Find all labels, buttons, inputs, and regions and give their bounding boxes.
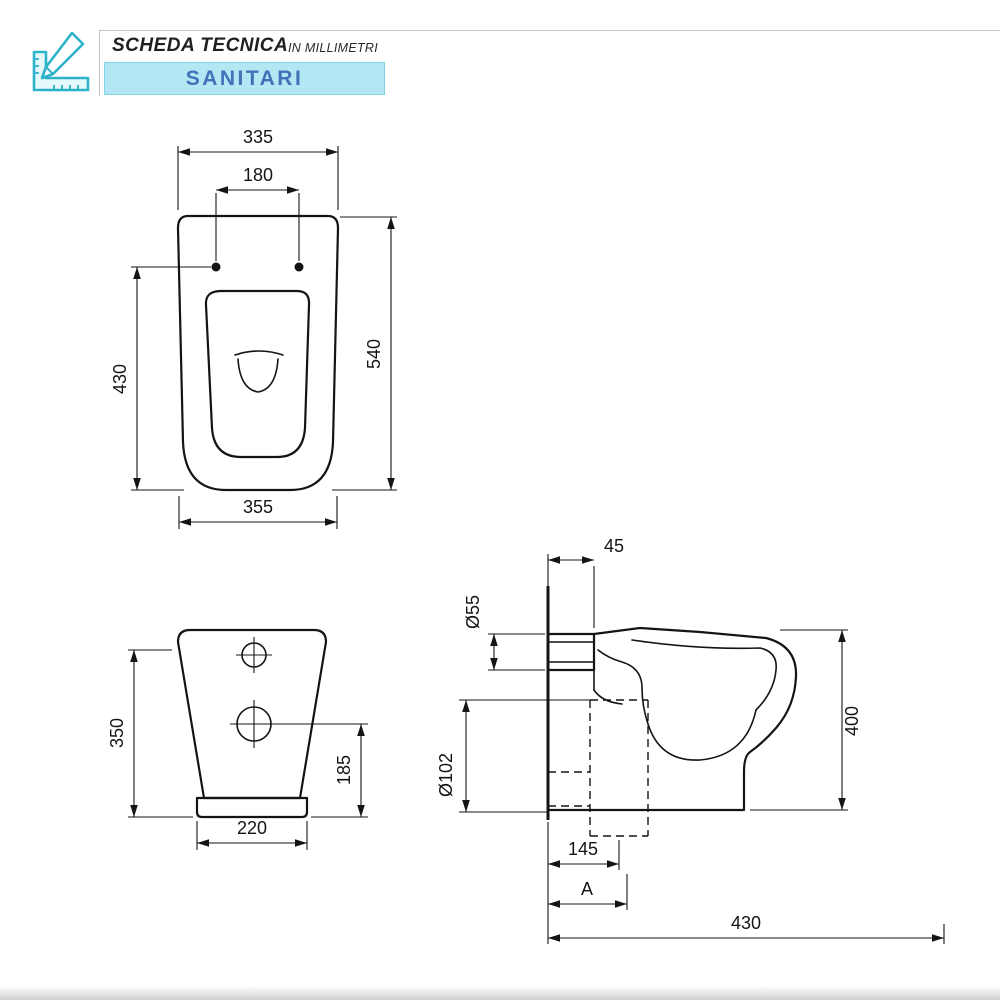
side-view: 45 Ø55 Ø102 400 xyxy=(436,536,945,944)
page-bottom-strip xyxy=(0,986,1000,1000)
sheet-title: SCHEDA TECNICA xyxy=(112,35,289,56)
dim-45-label: 45 xyxy=(604,536,624,556)
dim-45: 45 xyxy=(547,536,624,628)
mount-hole-crosshair xyxy=(236,637,272,673)
toilet-side-profile xyxy=(546,626,798,812)
dim-145-label: 145 xyxy=(568,839,598,859)
dim-180-label: 180 xyxy=(243,165,273,185)
dim-400: 400 xyxy=(750,629,862,811)
category-badge: SANITARI xyxy=(104,62,385,95)
dim-430-side-label: 430 xyxy=(731,913,761,933)
inlet-pipe xyxy=(546,632,596,691)
dim-d55-label: Ø55 xyxy=(463,595,483,629)
dim-d102-label: Ø102 xyxy=(436,753,456,797)
sheet-units-note: IN MILLIMETRI xyxy=(288,41,379,55)
dim-180: 180 xyxy=(216,165,299,194)
dim-430-top-view: 430 xyxy=(110,266,211,491)
dim-540: 540 xyxy=(332,216,397,491)
drafting-tools-icon xyxy=(32,31,90,92)
dim-145: 145 xyxy=(548,839,620,870)
dim-a: A xyxy=(548,874,628,910)
header-divider xyxy=(99,30,1000,31)
hinge-leader-lines xyxy=(215,193,300,261)
dim-335-label: 335 xyxy=(243,127,273,147)
dim-400-label: 400 xyxy=(842,706,862,736)
top-view: 335 180 430 540 355 xyxy=(110,127,397,529)
dim-355: 355 xyxy=(178,496,338,529)
dim-430-label: 430 xyxy=(110,364,130,394)
dim-185-label: 185 xyxy=(334,755,354,785)
dim-335: 335 xyxy=(177,127,339,210)
hinge-dot-right xyxy=(294,262,304,272)
dim-350: 350 xyxy=(107,649,193,818)
dim-430-side-view: 430 xyxy=(548,913,945,944)
hinge-dot-left xyxy=(211,262,221,272)
seat-opening-outline xyxy=(204,289,311,459)
water-surface-top xyxy=(234,350,284,356)
square-ruler-icon xyxy=(32,50,90,92)
dim-d55: Ø55 xyxy=(463,595,545,671)
dim-a-label: A xyxy=(581,879,593,899)
dim-350-label: 350 xyxy=(107,718,127,748)
dim-220-label: 220 xyxy=(237,818,267,838)
pedestal-outline xyxy=(176,628,328,800)
category-badge-label: SANITARI xyxy=(185,66,304,90)
front-view: 350 185 220 xyxy=(107,628,368,850)
ruler-tick-marks xyxy=(34,58,79,90)
dim-540-label: 540 xyxy=(364,339,384,369)
dim-220: 220 xyxy=(196,818,308,850)
header-vertical-divider xyxy=(99,30,100,96)
drain-hole-crosshair xyxy=(230,700,278,748)
base-slab xyxy=(195,796,309,819)
dim-d102: Ø102 xyxy=(436,699,590,813)
pencil-icon xyxy=(40,31,85,80)
pencil-tip-line xyxy=(45,66,54,75)
dim-355-label: 355 xyxy=(243,497,273,517)
water-surface-bowl xyxy=(237,358,279,393)
trap-outline-dashed xyxy=(548,699,649,837)
dim-185: 185 xyxy=(274,723,368,818)
toilet-top-outline xyxy=(176,214,340,492)
